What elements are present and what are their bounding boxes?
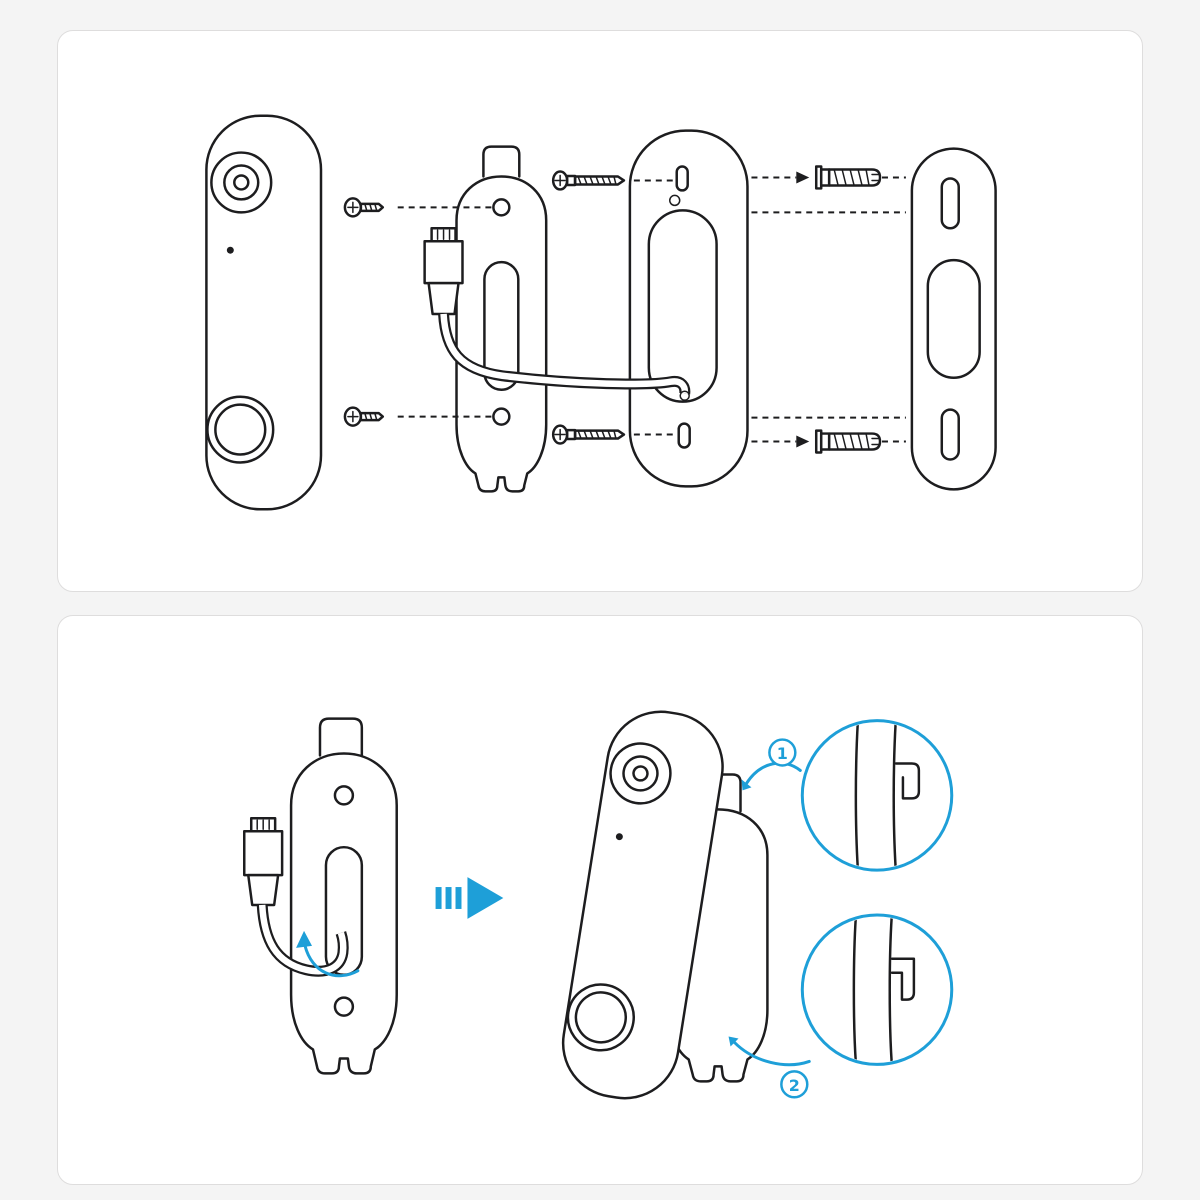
step-2-indicator: 2 [728, 1036, 811, 1099]
curved-arrow-icon [733, 1041, 811, 1067]
hook-detail-callout [800, 913, 954, 1066]
bottom-hook-shape [890, 957, 916, 1001]
installation-steps-diagram: 1 2 [243, 710, 954, 1100]
rj45-body [243, 829, 284, 877]
zoom-circle-top [800, 719, 954, 872]
ethernet-cable [438, 313, 691, 401]
rj45-boot [427, 281, 460, 316]
arrowhead-icon [796, 171, 810, 184]
bracket-screw-hole-bottom [492, 407, 511, 426]
camera-lens-icon [609, 742, 672, 805]
bracket-screw-hole-top [333, 785, 355, 806]
arrowhead-icon [796, 435, 810, 448]
exploded-assembly-diagram [205, 114, 997, 511]
bracket-with-cable [289, 717, 398, 1075]
bracket-screw-hole-bottom [333, 996, 355, 1017]
step-1-indicator: 1 [741, 738, 802, 791]
ethernet-connector [243, 817, 284, 907]
short-screw-top [343, 197, 385, 218]
plate-pin [669, 194, 681, 207]
microphone-dot [226, 246, 234, 254]
exploded-assembly-panel [57, 30, 1143, 592]
step-2-badge [780, 1070, 809, 1099]
plate-cutout [647, 209, 718, 403]
rj45-body [423, 240, 464, 285]
back-plate [910, 147, 997, 491]
rj45-boot [246, 873, 280, 907]
backplate-slot-top [940, 177, 960, 230]
wall-anchor-top [814, 165, 882, 190]
latch-hook-shape [894, 762, 921, 800]
doorbell-tilted [561, 710, 724, 1100]
cable-routing-arrow-icon [296, 930, 360, 978]
installation-steps-panel: 1 2 [57, 615, 1143, 1185]
plate-slot-bottom [677, 422, 691, 449]
wall-anchor-bottom [814, 429, 882, 454]
bracket-top-tab [482, 145, 521, 178]
step-1-badge [768, 738, 797, 767]
bracket-top-tab [318, 717, 364, 757]
doorbell-button [206, 395, 275, 464]
backplate-slot-bottom [940, 408, 960, 461]
step-2-number: 2 [789, 1076, 800, 1095]
mounting-plate [628, 129, 749, 488]
alignment-guides [397, 171, 906, 448]
bracket-cable-slot [483, 260, 520, 391]
fast-forward-icon [435, 877, 504, 919]
camera-lens-icon [210, 151, 273, 214]
mounting-bracket [455, 145, 548, 493]
backplate-center-opening [926, 258, 981, 380]
video-doorbell [205, 114, 323, 511]
curved-arrow-icon [744, 761, 802, 785]
doorbell-on-bracket [561, 710, 769, 1100]
short-screw-bottom [343, 406, 385, 427]
step-1-number: 1 [777, 744, 788, 763]
zoom-circle-bottom [800, 913, 954, 1066]
microphone-dot [615, 833, 623, 841]
doorbell-button [566, 983, 635, 1052]
latch-detail-callout [800, 719, 954, 872]
ethernet-connector [423, 227, 464, 316]
long-screw-top [551, 170, 626, 191]
bracket-screw-hole-top [492, 198, 511, 217]
long-screw-bottom [551, 424, 626, 445]
cable-hook-post [679, 390, 690, 401]
ethernet-cable [256, 904, 349, 977]
plate-slot-top [675, 165, 689, 192]
